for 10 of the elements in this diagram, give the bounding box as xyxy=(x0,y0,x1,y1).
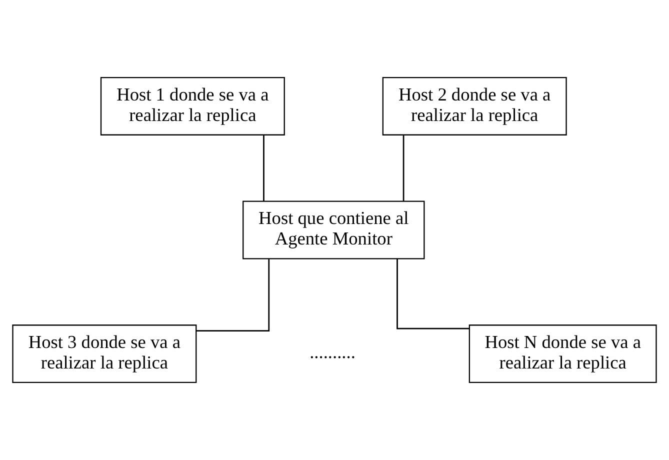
node-box: Host 3 donde se va a realizar la replica xyxy=(12,324,197,383)
node-box: Host que contiene al Agente Monitor xyxy=(242,200,425,260)
connector xyxy=(196,259,270,332)
node-box: Host 1 donde se va a realizar la replica xyxy=(100,77,285,136)
connector xyxy=(263,134,264,202)
connector xyxy=(402,134,404,202)
node-box: Host 2 donde se va a realizar la replica xyxy=(382,77,567,136)
label: .......... xyxy=(310,342,356,362)
connector xyxy=(396,259,470,330)
node-box: Host N donde se va a realizar la replica xyxy=(468,324,657,383)
